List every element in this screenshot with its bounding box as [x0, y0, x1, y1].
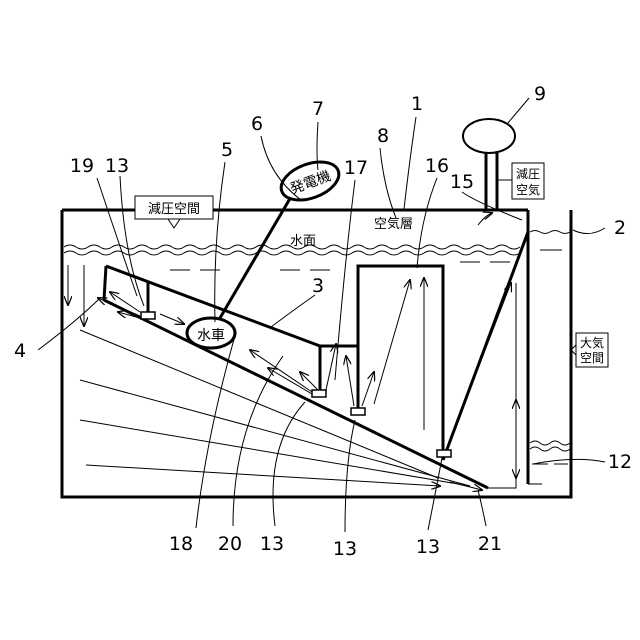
decompressed-air-label-1: 減圧	[516, 166, 540, 181]
decompressed-air-label-2: 空気	[516, 182, 540, 197]
ref-5: 5	[221, 139, 233, 161]
ref-13b: 13	[260, 533, 284, 555]
water-surface-label: 水面	[290, 234, 316, 249]
ref-3: 3	[312, 275, 324, 297]
flow-arrows	[68, 265, 542, 490]
ref-9: 9	[534, 83, 546, 105]
ref-13a: 13	[105, 155, 129, 177]
ref-13c: 13	[333, 538, 357, 560]
ref-2: 2	[614, 217, 626, 239]
ref-21: 21	[478, 533, 502, 555]
ref-20: 20	[218, 533, 242, 555]
atmosphere-label-1: 大気	[580, 335, 604, 350]
decompression-callout: 減圧空間	[135, 196, 213, 228]
atmosphere-callout: 大気 空間	[571, 333, 608, 367]
water-wheel-label: 水車	[197, 327, 225, 344]
ref-16: 16	[425, 155, 449, 177]
ref-19: 19	[70, 155, 94, 177]
ref-13d: 13	[416, 536, 440, 558]
ref-6: 6	[251, 113, 263, 135]
main-tank	[62, 210, 528, 497]
ref-7: 7	[312, 98, 324, 120]
ref-17: 17	[344, 157, 368, 179]
atmosphere-label-2: 空間	[580, 351, 604, 365]
ref-8: 8	[377, 125, 389, 147]
ref-1: 1	[411, 93, 423, 115]
decompression-space-label: 減圧空間	[148, 201, 200, 217]
reference-numerals: 1 2 3 4 5 6 7 8 9 12 13 13 13 13 15 16 1…	[14, 83, 632, 560]
ref-12: 12	[608, 451, 632, 473]
water-surface-waves	[64, 231, 570, 465]
ref-4: 4	[14, 340, 26, 362]
ref-18: 18	[169, 533, 193, 555]
ref-15: 15	[450, 171, 474, 193]
air-layer-label: 空気層	[374, 216, 413, 232]
